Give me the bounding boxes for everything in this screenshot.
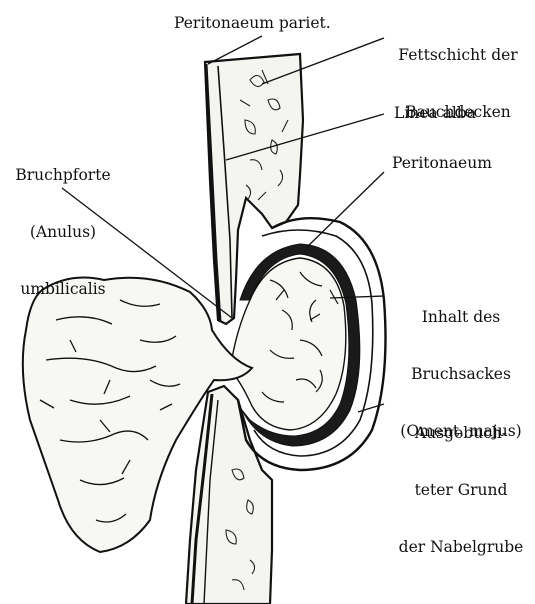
label-fettschicht: Fettschicht der Bauchdecken	[384, 8, 532, 160]
label-bruchpforte: Bruchpforte (Anulus) umbilicalis	[4, 128, 122, 337]
label-ausgebuch-line1: Ausgebuch-	[390, 424, 532, 443]
label-peritonaeum: Peritonaeum	[392, 154, 492, 173]
label-ausgebuch-line2: teter Grund	[390, 481, 532, 500]
label-ausgebuch-line3: der Nabelgrube	[390, 538, 532, 557]
label-ausgebuch: Ausgebuch- teter Grund der Nabelgrube	[390, 386, 532, 595]
label-inhalt-line2: Bruchsackes	[390, 365, 532, 384]
label-linea-alba: Linea alba	[394, 104, 476, 123]
leader-peritonaeum	[306, 172, 384, 248]
label-bruchpforte-line1: Bruchpforte	[4, 166, 122, 185]
leader-ausgebuch	[358, 404, 384, 412]
label-bruchpforte-line2: (Anulus)	[4, 223, 122, 242]
lower-abdominal-wall	[186, 386, 272, 604]
label-fettschicht-line1: Fettschicht der	[384, 46, 532, 65]
label-bruchpforte-line3: umbilicalis	[4, 280, 122, 299]
label-peritonaeum-pariet: Peritonaeum pariet.	[174, 14, 331, 33]
label-inhalt-line1: Inhalt des	[390, 308, 532, 327]
